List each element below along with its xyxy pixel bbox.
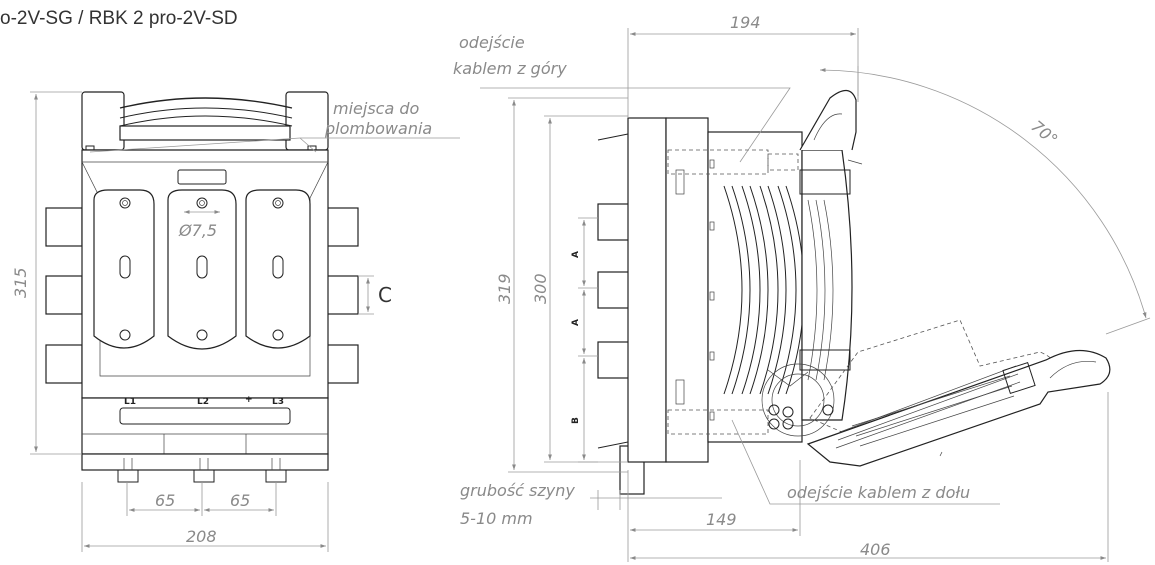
angle-arc — [819, 68, 1147, 319]
handle-open — [806, 349, 1111, 467]
front-view: L1 L2 L3 + Ø7,5 miejsca do plombowania 3… — [11, 91, 460, 552]
cooling-ribs — [723, 185, 805, 395]
side-height-outer-dim: 319 — [495, 273, 514, 304]
phase-label-l1: L1 — [124, 397, 136, 407]
cable-top-note-line1: odejście — [459, 33, 525, 52]
base-body-side — [627, 117, 803, 463]
top-handle — [81, 91, 329, 153]
cable-top-note-line2: kablem z góry — [453, 59, 567, 78]
depth-top-dim: 194 — [730, 13, 761, 32]
front-height-dim: 315 — [11, 267, 30, 298]
lid-closed — [799, 89, 863, 421]
front-width-dim: 208 — [186, 527, 217, 546]
depth-149-dim: 149 — [706, 510, 737, 529]
cable-top-leader — [480, 87, 791, 163]
phase-label-l3: L3 — [272, 397, 284, 407]
rail-note-line1: grubość szyny — [460, 481, 575, 500]
seal-note-line2: plombowania — [324, 119, 432, 138]
spacing-left-dim: 65 — [155, 491, 175, 510]
rail-note-line2: 5-10 mm — [460, 509, 533, 528]
hinge-mechanism — [761, 363, 835, 437]
hole-diameter-dim: Ø7,5 — [178, 221, 217, 240]
seal-note-line1: miejsca do — [333, 99, 420, 118]
polarity-mark: + — [245, 395, 253, 405]
spacing-b-label: B — [571, 417, 581, 424]
spacing-a1-label: A — [571, 251, 581, 258]
page-title: o-2V-SG / RBK 2 pro-2V-SD — [0, 8, 238, 29]
side-view: odejście kablem z góry odejście kablem z… — [453, 13, 1151, 562]
phase-label-l2: L2 — [197, 397, 209, 407]
opening-angle-dim: 70° — [1027, 117, 1061, 150]
spacing-a2-label: A — [571, 319, 581, 326]
cable-outlets — [667, 149, 799, 435]
side-height-inner-dim: 300 — [531, 273, 550, 304]
busbar-spacing-label: C — [378, 283, 392, 307]
cable-bottom-note: odejście kablem z dołu — [787, 483, 970, 502]
cable-bottom-leader — [731, 419, 1000, 505]
depth-406-dim: 406 — [860, 540, 891, 559]
spacing-right-dim: 65 — [230, 491, 250, 510]
terminal-block-front — [81, 397, 329, 483]
fuse-covers — [93, 189, 311, 350]
